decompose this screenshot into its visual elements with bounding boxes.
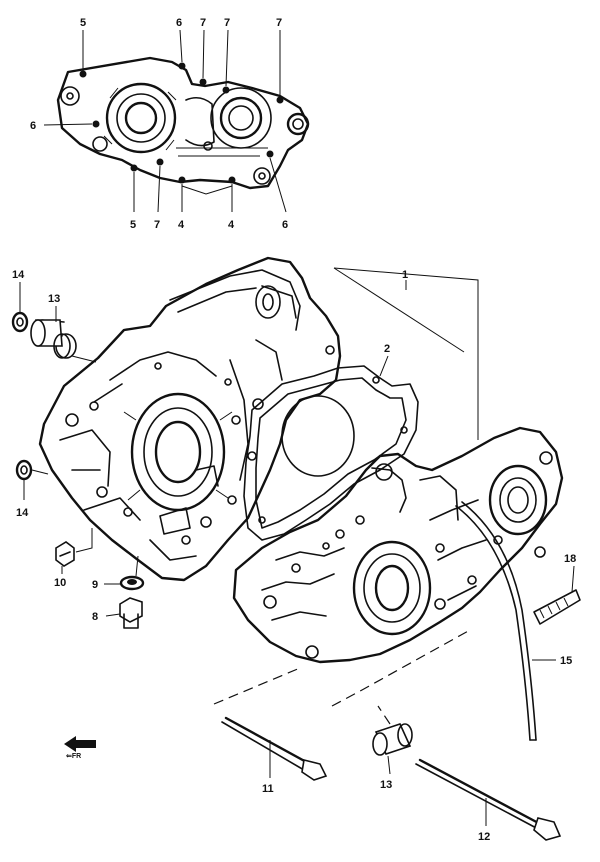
breather-hose	[455, 501, 537, 741]
callout-7-top-b: 7	[224, 17, 230, 29]
callout-12: 12	[478, 831, 490, 843]
callout-5-bottom: 5	[130, 219, 136, 231]
front-direction-label: ⇐FR	[66, 753, 81, 760]
callout-7-bottom: 7	[154, 219, 160, 231]
callout-2: 2	[384, 343, 390, 355]
callout-1: 1	[402, 269, 408, 281]
dowel-pin-13-top	[30, 319, 77, 359]
right-crankcase-half	[232, 426, 564, 664]
callout-13-bottom: 13	[380, 779, 392, 791]
o-ring-14-top	[11, 311, 29, 333]
left-crankcase-half	[38, 256, 342, 582]
crankcase-inner-view	[56, 56, 310, 195]
callout-10: 10	[54, 577, 66, 589]
plug-10	[55, 541, 75, 567]
dowel-pin-13-bottom	[372, 723, 413, 756]
front-direction-mark: ⇐FR	[64, 736, 96, 760]
callout-15: 15	[560, 655, 572, 667]
callout-14-top: 14	[12, 269, 25, 281]
callout-7-top-a: 7	[200, 17, 206, 29]
bolt-11	[221, 716, 328, 781]
callout-11: 11	[262, 783, 274, 795]
callout-4-a: 4	[178, 219, 185, 231]
callout-18: 18	[564, 553, 576, 565]
crankcase-gasket	[243, 365, 419, 541]
assembly-lines	[213, 629, 471, 725]
callout-7-top-c: 7	[276, 17, 282, 29]
bolt-12	[415, 758, 562, 841]
callout-5-top: 5	[80, 17, 86, 29]
o-ring-14-bottom	[15, 459, 33, 481]
hose-clamp	[533, 589, 581, 625]
callout-9: 9	[92, 579, 98, 591]
leader-lines-top	[43, 29, 287, 213]
drain-plug-8	[119, 597, 143, 629]
callout-8: 8	[92, 611, 98, 623]
callout-labels: 5 6 7 7 7 6 5 7 4 4 6 1 2 14 13 14 10 9 …	[12, 17, 576, 843]
callout-6-left: 6	[30, 120, 36, 132]
callout-13-top: 13	[48, 293, 60, 305]
washer-9	[119, 575, 145, 591]
callout-6-bottom: 6	[282, 219, 288, 231]
callout-6-top: 6	[176, 17, 182, 29]
callout-14-bottom: 14	[16, 507, 29, 519]
leader-lines-main	[19, 267, 575, 826]
callout-4-b: 4	[228, 219, 235, 231]
